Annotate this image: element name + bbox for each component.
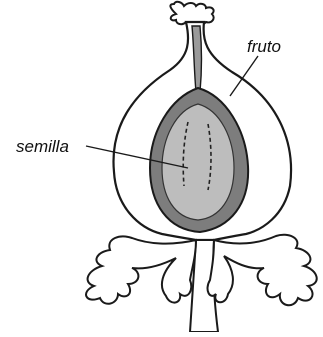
sepal-left [86,237,196,304]
fruit-label: fruto [247,38,281,55]
seed-label: semilla [16,138,69,155]
sepal-right [208,235,317,305]
